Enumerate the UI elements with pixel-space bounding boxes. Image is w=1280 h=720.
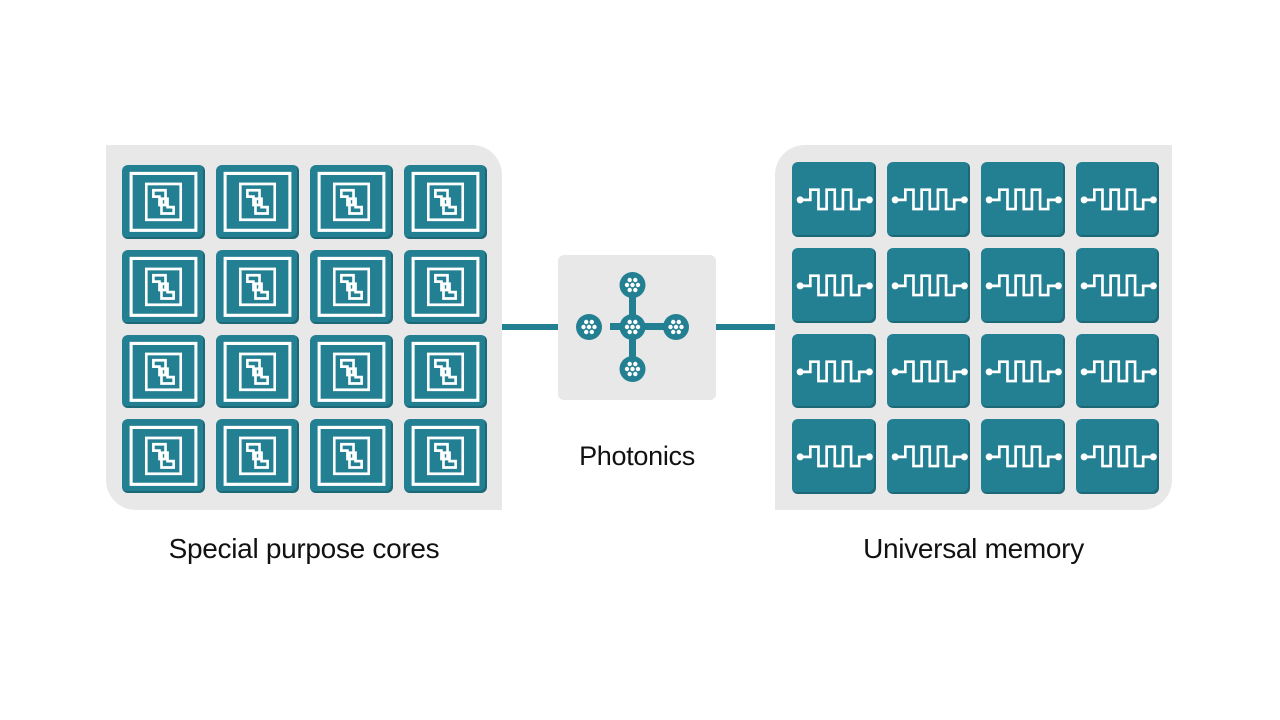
- square-wave-circuit-icon: [796, 359, 873, 382]
- interlocking-square-chip-icon: [129, 171, 198, 232]
- core-tile: [216, 419, 299, 493]
- core-tile: [310, 334, 393, 409]
- square-wave-circuit-icon: [1080, 188, 1157, 211]
- interlocking-square-chip-icon: [223, 426, 292, 487]
- square-wave-circuit-icon: [985, 359, 1062, 382]
- core-tile: [216, 249, 299, 324]
- core-tile: [404, 419, 487, 493]
- photonics-node-left: [576, 314, 602, 340]
- interlocking-square-chip-icon: [223, 256, 292, 317]
- memory-tile: [792, 247, 876, 323]
- interlocking-square-chip-icon: [129, 341, 198, 402]
- photonics-node-top: [619, 272, 646, 298]
- memory-tile: [886, 247, 970, 323]
- interlocking-square-chip-icon: [411, 256, 480, 317]
- core-tile: [216, 334, 299, 409]
- memory-tile: [1075, 247, 1159, 323]
- core-tile: [310, 419, 393, 493]
- square-wave-circuit-icon: [985, 445, 1062, 468]
- core-tile: [122, 334, 205, 409]
- memory-label: Universal memory: [863, 533, 1084, 564]
- memory-tile: [981, 333, 1065, 409]
- square-wave-circuit-icon: [985, 188, 1062, 211]
- photonics-node-bottom: [619, 356, 646, 382]
- memory-tile: [981, 162, 1065, 237]
- photonics-memory-link: [716, 324, 775, 330]
- square-wave-circuit-icon: [985, 274, 1062, 297]
- square-wave-circuit-icon: [1080, 274, 1157, 297]
- core-tile: [310, 249, 393, 324]
- core-tile: [404, 165, 487, 239]
- cores-label: Special purpose cores: [168, 533, 440, 564]
- interlocking-square-chip-icon: [317, 171, 386, 232]
- interlocking-square-chip-icon: [411, 171, 480, 232]
- interlocking-square-chip-icon: [411, 341, 480, 402]
- memory-tile: [1075, 419, 1159, 494]
- interlocking-square-chip-icon: [317, 426, 386, 487]
- core-tile: [122, 165, 205, 239]
- photonics-label: Photonics: [579, 441, 695, 471]
- interlocking-square-chip-icon: [317, 256, 386, 317]
- memory-tile: [886, 419, 970, 494]
- interlocking-square-chip-icon: [317, 341, 386, 402]
- memory-tile: [981, 247, 1065, 323]
- square-wave-circuit-icon: [796, 188, 873, 211]
- memory-grid: [792, 162, 1159, 494]
- interlocking-square-chip-icon: [129, 256, 198, 317]
- core-tile: [310, 165, 393, 239]
- memory-tile: [792, 162, 876, 237]
- square-wave-circuit-icon: [891, 445, 968, 468]
- square-wave-circuit-icon: [891, 188, 968, 211]
- interlocking-square-chip-icon: [411, 426, 480, 487]
- square-wave-circuit-icon: [891, 274, 968, 297]
- photonics-node-right: [663, 314, 689, 340]
- interlocking-square-chip-icon: [129, 426, 198, 487]
- memory-tile: [1075, 162, 1159, 237]
- cores-grid: [122, 165, 487, 493]
- square-wave-circuit-icon: [796, 445, 873, 468]
- core-tile: [122, 419, 205, 493]
- memory-tile: [886, 333, 970, 409]
- square-wave-circuit-icon: [891, 359, 968, 382]
- interlocking-square-chip-icon: [223, 171, 292, 232]
- memory-tile: [792, 333, 876, 409]
- photonics-hub-icon: [576, 272, 689, 382]
- square-wave-circuit-icon: [796, 274, 873, 297]
- core-tile: [404, 249, 487, 324]
- memory-tile: [1075, 333, 1159, 409]
- cores-photonics-link: [502, 324, 558, 330]
- interlocking-square-chip-icon: [223, 341, 292, 402]
- memory-tile: [981, 419, 1065, 494]
- photonics-node-center: [619, 314, 646, 340]
- memory-tile: [886, 162, 970, 237]
- square-wave-circuit-icon: [1080, 359, 1157, 382]
- memory-tile: [792, 419, 876, 494]
- core-tile: [122, 249, 205, 324]
- square-wave-circuit-icon: [1080, 445, 1157, 468]
- core-tile: [404, 334, 487, 409]
- core-tile: [216, 165, 299, 239]
